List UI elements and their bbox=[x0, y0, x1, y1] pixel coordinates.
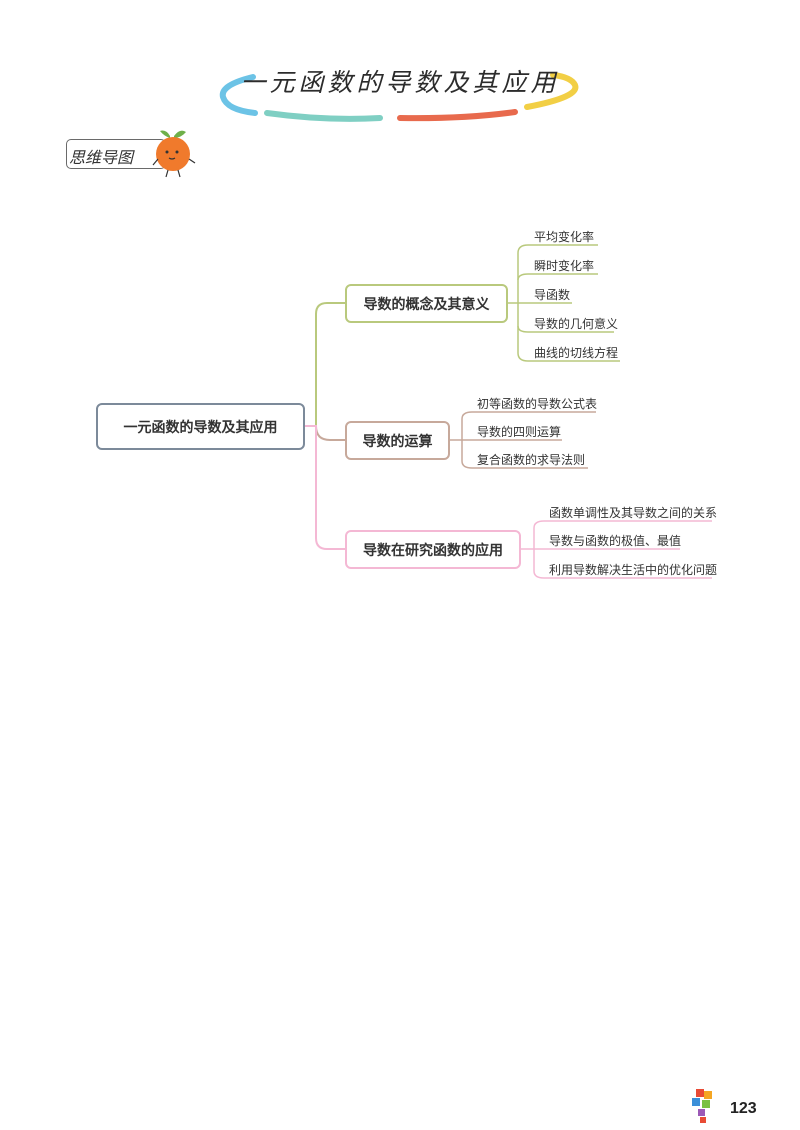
leaf-node: 导函数 bbox=[534, 288, 571, 302]
leaf-node: 导数与函数的极值、最值 bbox=[549, 534, 682, 548]
page-title: 一元函数的导数及其应用 bbox=[240, 68, 560, 97]
orange-mascot-icon bbox=[152, 130, 196, 178]
leaf-node: 平均变化率 bbox=[534, 230, 595, 244]
title-banner: 一元函数的导数及其应用 bbox=[215, 55, 585, 130]
leaf-node: 函数单调性及其导数之间的关系 bbox=[549, 506, 718, 520]
branch-node-operations: 导数的运算 bbox=[345, 421, 450, 460]
leaf-node: 瞬时变化率 bbox=[534, 259, 595, 273]
leaf-node: 导数的几何意义 bbox=[534, 317, 619, 331]
page-number: 123 bbox=[730, 1100, 757, 1117]
leaf-node: 曲线的切线方程 bbox=[534, 346, 619, 360]
leaf-node: 复合函数的求导法则 bbox=[477, 453, 586, 467]
badge-label: 思维导图 bbox=[69, 148, 134, 167]
root-node: 一元函数的导数及其应用 bbox=[96, 403, 305, 450]
branch-node-applications: 导数在研究函数的应用 bbox=[345, 530, 521, 569]
leaf-node: 导数的四则运算 bbox=[477, 425, 562, 439]
publisher-logo-icon bbox=[692, 1089, 712, 1123]
leaf-node: 利用导数解决生活中的优化问题 bbox=[549, 563, 718, 577]
title-decoration bbox=[219, 72, 579, 122]
branch-node-concept: 导数的概念及其意义 bbox=[345, 284, 508, 323]
leaf-node: 初等函数的导数公式表 bbox=[477, 397, 598, 411]
